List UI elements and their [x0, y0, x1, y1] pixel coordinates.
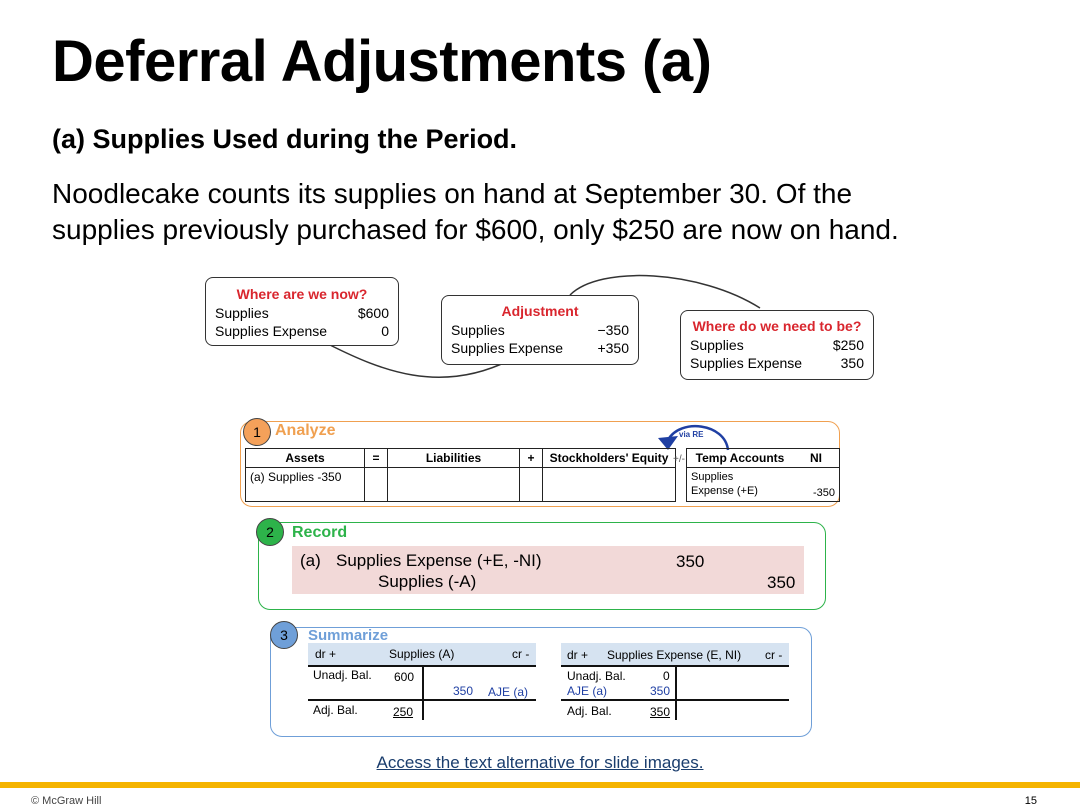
target-row2-value: 350 [840, 355, 864, 371]
temp-entry: Supplies Expense (+E) [686, 467, 793, 502]
t1-total-rule [308, 699, 536, 701]
se-header: Stockholders' Equity [542, 448, 676, 468]
t-account-expense-header [561, 643, 789, 665]
record-label: Record [292, 524, 348, 541]
t1-center-rule [422, 665, 424, 720]
copyright: © McGraw Hill [31, 795, 102, 807]
assets-header: Assets [245, 448, 365, 468]
liabilities-header: Liabilities [387, 448, 520, 468]
slide-paragraph: Noodlecake counts its supplies on hand a… [52, 176, 1042, 248]
adjustment-heading: Adjustment [501, 303, 579, 319]
temp-entry-line1: Supplies [691, 471, 734, 483]
adjustment-row1-value: −350 [597, 322, 629, 338]
where-now-row2-label: Supplies Expense [215, 323, 328, 339]
plus-header: + [519, 448, 543, 468]
ni-header: NI [793, 448, 840, 468]
t2-aje-value: 350 [650, 684, 671, 698]
where-now-row1-value: $600 [357, 305, 389, 321]
analyze-label: Analyze [275, 422, 336, 439]
paragraph-line-2: supplies previously purchased for $600, … [52, 214, 899, 245]
record-step-number: 2 [256, 518, 284, 546]
analyze-step-number: 1 [243, 418, 271, 446]
t2-unadj-value: 0 [663, 669, 670, 683]
t2-dr: dr + [567, 648, 589, 662]
t-account-supplies-header [308, 643, 536, 665]
assets-entry: (a) Supplies -350 [245, 467, 365, 502]
debit-amount: 350 [676, 552, 705, 571]
credit-account: Supplies (-A) [378, 572, 477, 591]
analyze-equation-table: Assets = Liabilities + Stockholders' Equ… [245, 448, 676, 502]
page-number: 15 [1024, 795, 1037, 807]
via-re-label: via RE [679, 430, 704, 439]
text-alternative-link[interactable]: Access the text alternative for slide im… [376, 753, 704, 772]
adjustment-row2-value: +350 [597, 340, 629, 356]
t2-adj-value: 350 [650, 705, 671, 719]
slide-subtitle: (a) Supplies Used during the Period. [52, 124, 518, 154]
slide-title: Deferral Adjustments (a) [52, 29, 712, 94]
t1-title: Supplies (A) [389, 647, 455, 661]
credit-amount: 350 [767, 573, 796, 592]
t2-cr: cr - [765, 648, 783, 662]
paragraph-line-1: Noodlecake counts its supplies on hand a… [52, 178, 853, 209]
t2-center-rule [675, 665, 677, 720]
temp-entry-line2: Expense (+E) [691, 485, 758, 497]
flow-connectors [329, 274, 761, 378]
where-now-box: Where are we now? Supplies $600 Supplies … [205, 277, 399, 346]
t2-adj-label: Adj. Bal. [567, 704, 612, 718]
equals-header: = [364, 448, 388, 468]
ni-entry: -350 [793, 467, 840, 502]
debit-account: Supplies Expense (+E, -NI) [336, 551, 542, 570]
adjustment-box: Adjustment Supplies −350 Supplies Expense… [441, 295, 639, 365]
journal-entry-panel [292, 546, 804, 594]
target-row1-label: Supplies [690, 337, 744, 353]
target-row2-label: Supplies Expense [690, 355, 803, 371]
t2-title: Supplies Expense (E, NI) [607, 648, 742, 662]
t2-total-rule [561, 699, 789, 701]
temp-accounts-table: Temp Accounts NI Supplies Expense (+E) -… [686, 448, 840, 502]
target-heading: Where do we need to be? [692, 318, 862, 334]
adjustment-row1-label: Supplies [451, 322, 505, 338]
summarize-step-number: 3 [270, 621, 298, 649]
footer-bar [0, 782, 1080, 788]
t2-aje-label: AJE (a) [567, 684, 608, 698]
where-now-row2-value: 0 [381, 323, 389, 339]
t1-aje-label: AJE (a) [488, 685, 529, 699]
t1-adj-label: Adj. Bal. [313, 703, 358, 717]
temp-accounts-header: Temp Accounts [686, 448, 793, 468]
plus-minus-label: +/- [673, 454, 685, 465]
adjustment-row2-label: Supplies Expense [451, 340, 564, 356]
where-now-heading: Where are we now? [236, 286, 368, 302]
target-row1-value: $250 [832, 337, 864, 353]
t1-unadj-value: 600 [394, 670, 415, 684]
t1-unadj-label: Unadj. Bal. [313, 668, 372, 682]
t1-adj-value: 250 [393, 705, 414, 719]
t1-cr: cr - [512, 647, 530, 661]
t1-dr: dr + [315, 647, 337, 661]
summarize-label: Summarize [308, 627, 389, 644]
entry-ref: (a) [300, 551, 321, 570]
where-now-row1-label: Supplies [215, 305, 269, 321]
target-box: Where do we need to be? Supplies $250 Sup… [680, 310, 874, 380]
t1-aje-value: 350 [453, 684, 474, 698]
t2-unadj-label: Unadj. Bal. [567, 669, 626, 683]
via-re-arrow-icon [658, 424, 730, 451]
